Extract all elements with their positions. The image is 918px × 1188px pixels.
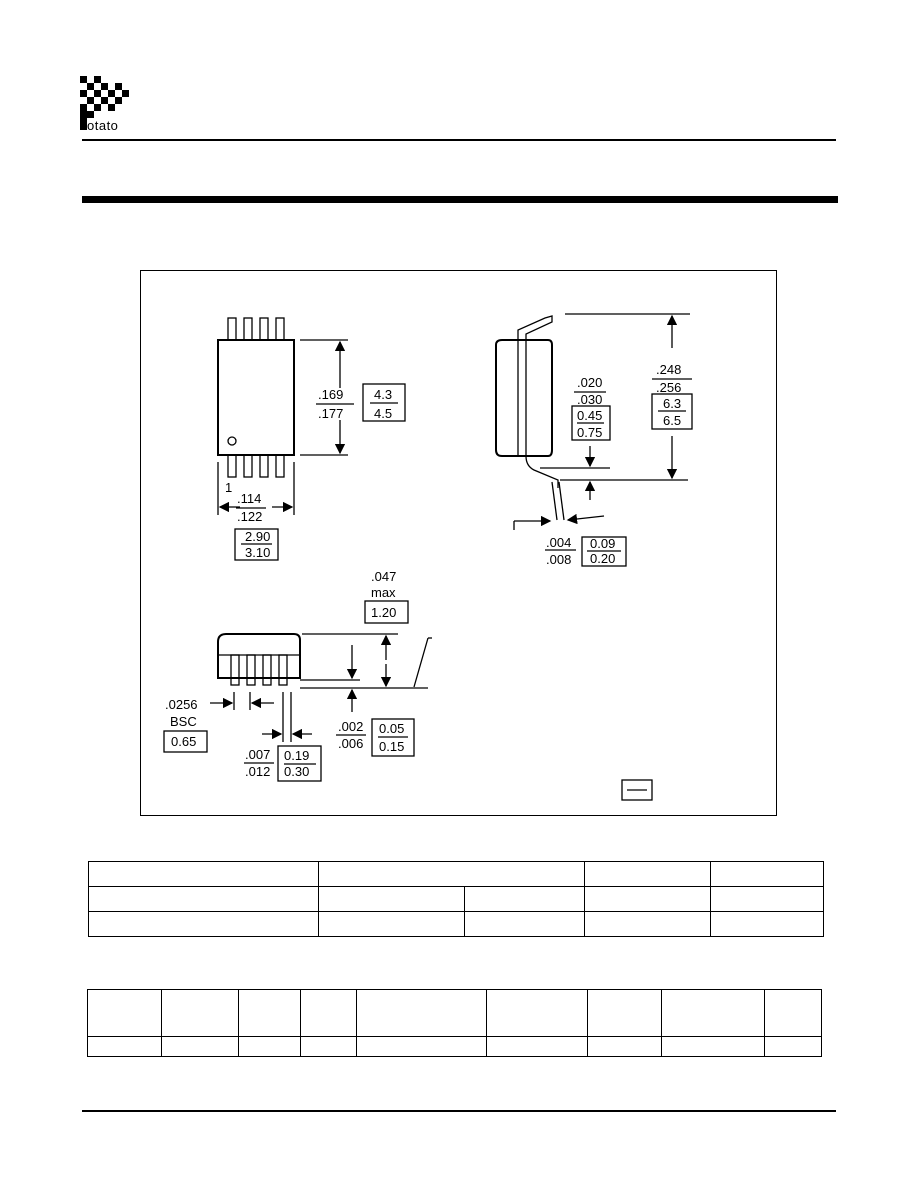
lead-length-mm-max: 0.45 [577, 408, 602, 423]
top-view [217, 317, 406, 561]
standoff-in-max: .006 [338, 736, 363, 751]
lead-width-in-max: .012 [245, 764, 270, 779]
top-height-in-min: .177 [318, 406, 343, 421]
table-cell [356, 1036, 487, 1057]
logo-text: otato [87, 118, 119, 133]
lead-thk-in-min: .008 [546, 552, 571, 567]
front-view [163, 600, 653, 801]
table-cell [764, 1036, 822, 1057]
table-cell [486, 989, 588, 1037]
pitch-bsc: BSC [170, 714, 197, 729]
side-view [495, 313, 693, 567]
height-max: max [371, 585, 396, 600]
table-row [87, 1036, 822, 1057]
table-cell [356, 989, 487, 1037]
table-cell [486, 1036, 588, 1057]
top-view-labels: 1 .169 .177 4.3 4.5 .114 .122 2.90 3.10 [225, 387, 392, 560]
table-cell [661, 1036, 765, 1057]
side-width-in-min: .256 [656, 380, 681, 395]
table-cell [88, 911, 319, 937]
front-view-labels: .047 max 1.20 .0256 BSC 0.65 .002 .006 0… [165, 569, 404, 779]
table-cell [584, 886, 711, 912]
table-cell [584, 861, 711, 887]
height-mm: 1.20 [371, 605, 396, 620]
footer-rule [82, 1110, 836, 1112]
lead-length-in-min: .030 [577, 392, 602, 407]
top-height-mm-min: 4.5 [374, 406, 392, 421]
pin1-label: 1 [225, 480, 232, 495]
table-cell [661, 989, 765, 1037]
pitch-mm: 0.65 [171, 734, 196, 749]
table-cell [87, 989, 162, 1037]
lead-thk-mm-max: 0.09 [590, 536, 615, 551]
lead-width-in-min: .007 [245, 747, 270, 762]
table-cell [587, 989, 662, 1037]
table-cell [709, 886, 825, 912]
lead-thk-mm-min: 0.20 [590, 551, 615, 566]
side-view-labels: .248 .256 6.3 6.5 .020 .030 0.45 0.75 .0… [546, 362, 681, 567]
checkered-p-logo-icon [80, 76, 129, 130]
table-cell [584, 911, 711, 937]
table-cell [161, 989, 239, 1037]
ordering-table [88, 861, 825, 937]
header-rule [82, 139, 836, 141]
section-bar [82, 196, 838, 203]
standoff-mm-max: 0.15 [379, 739, 404, 754]
lead-width-mm-min: 0.19 [284, 748, 309, 763]
table-cell [463, 886, 586, 912]
table-row [88, 886, 825, 912]
package-drawing-frame [140, 270, 777, 816]
side-width-mm-min: 6.5 [663, 413, 681, 428]
table-row [88, 911, 825, 937]
table-cell [587, 1036, 662, 1057]
table-cell [300, 989, 357, 1037]
top-height-mm-max: 4.3 [374, 387, 392, 402]
top-width-mm-min: 3.10 [245, 545, 270, 560]
table-row [88, 861, 825, 887]
table-cell [161, 1036, 239, 1057]
table-cell [317, 886, 465, 912]
standoff-mm-min: 0.05 [379, 721, 404, 736]
pitch-in: .0256 [165, 697, 198, 712]
height-in: .047 [371, 569, 396, 584]
table-cell [88, 861, 319, 887]
table-cell [317, 911, 465, 937]
parameters-table [87, 989, 822, 1057]
table-cell [238, 1036, 301, 1057]
lead-length-mm-min: 0.75 [577, 425, 602, 440]
company-logo [80, 76, 132, 132]
side-width-in-max: .248 [656, 362, 681, 377]
table-cell [87, 1036, 162, 1057]
table-cell [317, 861, 586, 887]
lead-thk-in-max: .004 [546, 535, 571, 550]
lead-width-mm-max: 0.30 [284, 764, 309, 779]
table-cell [764, 989, 822, 1037]
table-cell [238, 989, 301, 1037]
standoff-in-min: .002 [338, 719, 363, 734]
top-width-in-max: .114 [237, 491, 261, 506]
top-height-in-max: .169 [318, 387, 343, 402]
top-width-mm-max: 2.90 [245, 529, 270, 544]
table-cell [463, 911, 586, 937]
table-cell [300, 1036, 357, 1057]
table-row [87, 989, 822, 1037]
table-cell [709, 861, 825, 887]
side-width-mm-max: 6.3 [663, 396, 681, 411]
table-cell [88, 886, 319, 912]
table-cell [709, 911, 825, 937]
lead-length-in-max: .020 [577, 375, 602, 390]
top-width-in-min: .122 [237, 509, 262, 524]
